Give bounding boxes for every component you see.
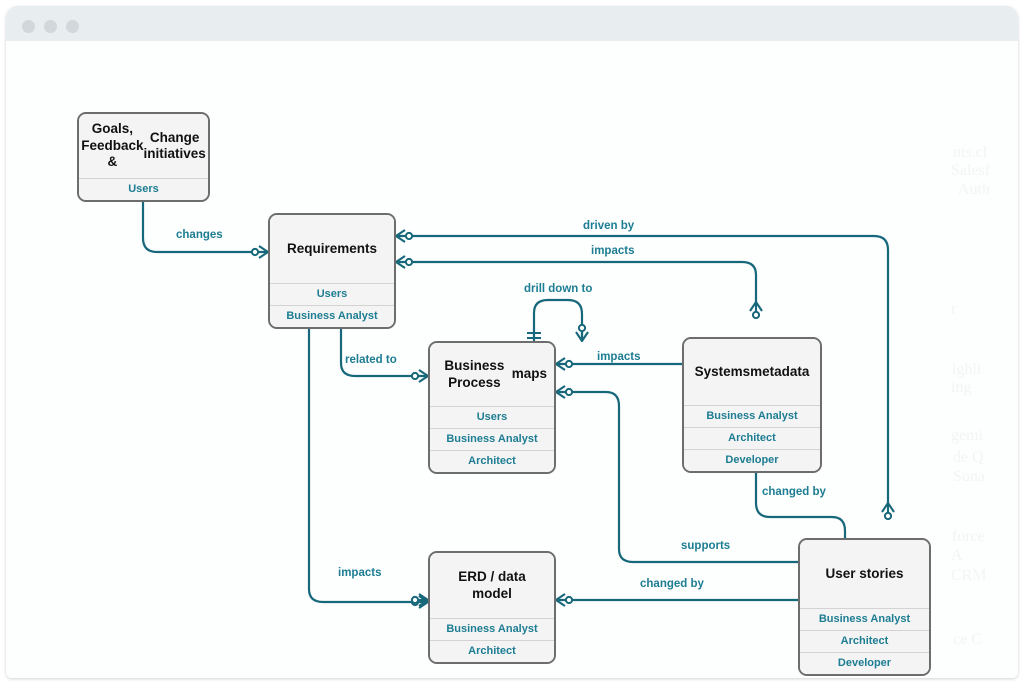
entity-title: Goals, Feedback &Change initiatives	[79, 114, 208, 178]
entity-role-row[interactable]: Business Analyst	[430, 618, 554, 640]
window-titlebar	[6, 6, 1018, 41]
edge-label-e-supports[interactable]: supports	[681, 540, 731, 552]
entity-role-row[interactable]: Architect	[430, 640, 554, 662]
maximize-dot[interactable]	[66, 20, 79, 33]
entity-role-row[interactable]: Developer	[684, 449, 820, 471]
entity-role-row[interactable]: Users	[430, 406, 554, 428]
entity-role-row[interactable]: Users	[79, 178, 208, 200]
entity-role-row[interactable]: Architect	[800, 630, 929, 652]
edge-label-e-impacts-erd[interactable]: impacts	[338, 567, 382, 579]
entity-role-row[interactable]: Business Analyst	[684, 405, 820, 427]
edge-label-e-impacts-sys[interactable]: impacts	[591, 245, 635, 257]
entity-role-row[interactable]: Developer	[800, 652, 929, 674]
entity-role-row[interactable]: Business Analyst	[430, 428, 554, 450]
entity-title: User stories	[800, 540, 929, 608]
edge-layer	[135, 149, 896, 610]
entity-role-row[interactable]: Business Analyst	[800, 608, 929, 630]
close-dot[interactable]	[22, 20, 35, 33]
entity-title: Requirements	[270, 215, 394, 283]
minimize-dot[interactable]	[44, 20, 57, 33]
entity-role-rows: Users	[79, 178, 208, 200]
entity-role-row[interactable]: Architect	[684, 427, 820, 449]
entity-role-row[interactable]: Users	[270, 283, 394, 305]
edge-label-e-impacts-bp[interactable]: impacts	[597, 351, 641, 363]
edge-label-e-changedby-1[interactable]: changed by	[762, 486, 826, 498]
edge-label-e-drivenby[interactable]: driven by	[583, 220, 635, 232]
entity-role-row[interactable]: Architect	[430, 450, 554, 472]
entity-role-row[interactable]: Business Analyst	[270, 305, 394, 327]
entity-title: ERD / data model	[430, 553, 554, 618]
edge-label-e-relatedto[interactable]: related to	[345, 354, 397, 366]
edge-label-e-drilldown[interactable]: drill down to	[524, 283, 593, 295]
edge-label-e-changes[interactable]: changes	[176, 229, 223, 241]
edge-label-e-changedby-2[interactable]: changed by	[640, 578, 704, 590]
